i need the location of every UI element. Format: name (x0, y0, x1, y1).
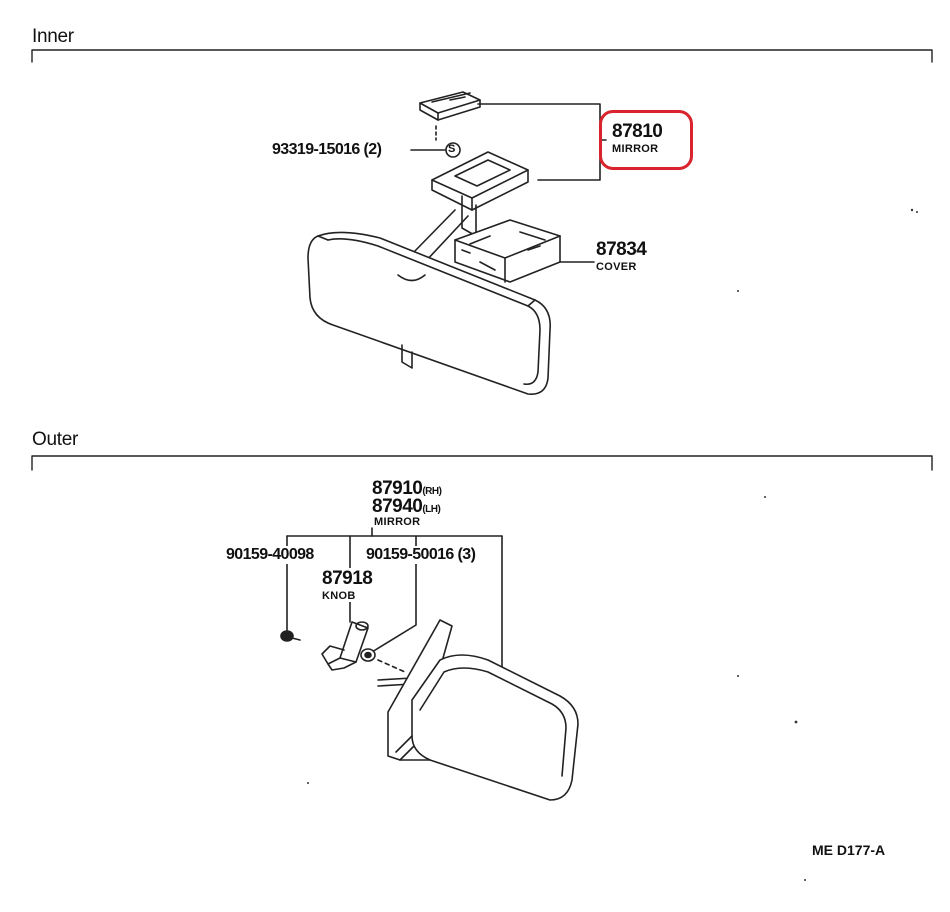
outer-mirror-drawing (377, 619, 579, 801)
knob-drawing (321, 621, 369, 671)
nut-drawing (360, 648, 406, 673)
screw-marker-circle (445, 142, 461, 158)
mirror-87810-number[interactable]: 87810 (612, 121, 663, 142)
screw-s-marker: S (448, 143, 456, 155)
outer-section-frame (31, 455, 933, 471)
mirror-lh-suffix: (LH) (422, 504, 441, 515)
screw-left-drawing (280, 630, 301, 642)
mirror-87810-name: MIRROR (612, 143, 659, 155)
mirror-87940-lh[interactable]: 87940(LH) (372, 496, 441, 518)
inner-section-title: Inner (32, 26, 74, 47)
mirror-rh-suffix: (RH) (422, 486, 442, 497)
knob-87918-name: KNOB (322, 590, 356, 602)
diagram-code: ME D177-A (812, 842, 886, 858)
mirror-rh-number: 87910 (372, 478, 423, 499)
cover-87834-number[interactable]: 87834 (596, 239, 647, 260)
screw-90159-40098-label[interactable]: 90159-40098 (224, 546, 316, 564)
inner-section-frame (31, 49, 933, 63)
outer-mirror-name: MIRROR (374, 516, 421, 528)
part-highlight-box (599, 110, 693, 170)
cover-87834-name: COVER (596, 261, 637, 273)
mount-plate-drawing (419, 91, 481, 141)
mirror-87910-rh[interactable]: 87910(RH) (372, 478, 442, 500)
speckles (307, 208, 918, 881)
cover-drawing (454, 219, 595, 283)
outer-section-title: Outer (32, 429, 79, 450)
mirror-bracket-drawing (431, 151, 529, 237)
knob-87918-number[interactable]: 87918 (322, 568, 373, 590)
screw-90159-50016-label[interactable]: 90159-50016 (3) (364, 546, 478, 564)
screw-93319-label[interactable]: 93319-15016 (2) (272, 141, 382, 158)
mirror-lh-number: 87940 (372, 496, 423, 517)
rearview-mirror-drawing (307, 231, 552, 395)
